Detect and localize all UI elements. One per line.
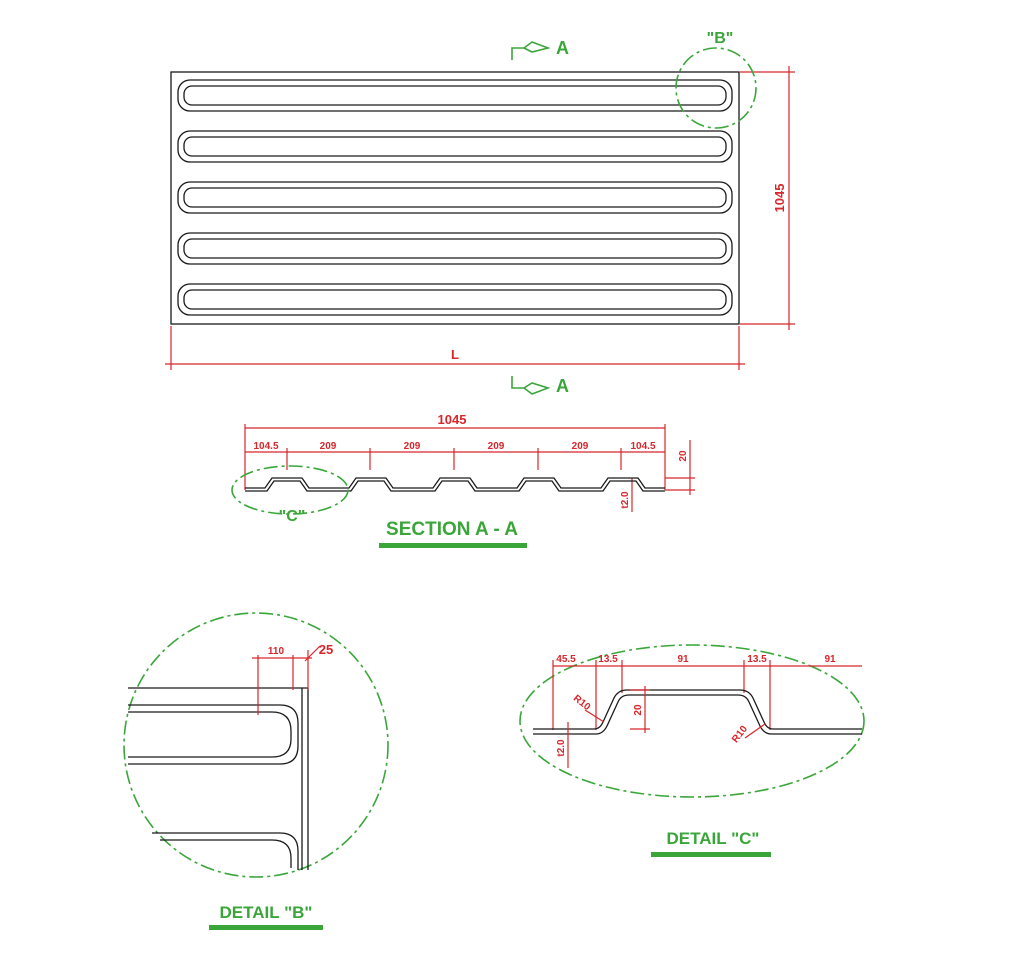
detail-c-profile: [533, 689, 862, 730]
segment-dim: 209: [320, 441, 337, 452]
length-dim-text: L: [451, 347, 459, 362]
detail-c-dim: 13.5: [747, 654, 767, 665]
segment-dim: 104.5: [253, 441, 278, 452]
detail-c-radius-left: R10: [571, 693, 593, 713]
detail-c-radius-right: R10: [730, 724, 750, 746]
panel-outline: [170, 71, 740, 325]
section-aa-title: SECTION A - A: [386, 519, 518, 540]
detail-b-underline: [209, 925, 323, 930]
section-aa: 1045 104.5 209 209 209 209 104.5 20 t2.0…: [231, 412, 695, 548]
segment-dim: 209: [404, 441, 421, 452]
plan-view: 1045 L A A "B": [165, 30, 795, 396]
section-height-dim: 20: [678, 450, 689, 462]
detail-c-underline: [651, 852, 771, 857]
section-marker-bottom-label: A: [556, 376, 569, 396]
section-overall-dim: 1045: [438, 412, 467, 427]
width-dim-text: 1045: [772, 184, 787, 213]
detail-c-dim: 91: [824, 654, 836, 665]
detail-b-marker: "B": [707, 30, 734, 47]
rib: [177, 79, 733, 112]
rib: [177, 232, 733, 265]
segment-dim: 104.5: [630, 441, 655, 452]
detail-c-title: DETAIL "C": [667, 829, 760, 848]
detail-b-title: DETAIL "B": [220, 903, 313, 922]
section-profile: [245, 477, 665, 489]
segment-dim: 209: [572, 441, 589, 452]
rib: [177, 283, 733, 316]
detail-b: 110 25 DETAIL "B": [123, 612, 389, 930]
width-dimension: 1045: [740, 66, 795, 330]
length-dimension: L: [165, 326, 745, 370]
detail-c-thickness-dim: t2.0: [556, 739, 567, 757]
segment-dim: 209: [488, 441, 505, 452]
detail-c: 45.5 13.5 91 13.5 91 20 t2.0 R10 R10 DET…: [519, 644, 865, 857]
section-marker-top: A: [511, 38, 569, 60]
detail-b-dim-25: 25: [319, 642, 333, 657]
rib: [177, 181, 733, 214]
section-aa-underline: [379, 543, 527, 548]
detail-b-callout: "B": [675, 30, 757, 129]
detail-c-dim: 45.5: [556, 654, 576, 665]
detail-b-dim-110: 110: [268, 646, 285, 657]
detail-c-marker: "C": [279, 508, 306, 525]
detail-c-dim: 13.5: [598, 654, 618, 665]
section-marker-bottom: A: [511, 376, 569, 396]
section-thickness-dim: t2.0: [620, 491, 631, 509]
detail-c-callout: [231, 465, 349, 515]
section-marker-top-label: A: [556, 38, 569, 58]
detail-c-dim: 91: [677, 654, 689, 665]
rib: [177, 130, 733, 163]
detail-c-height-dim: 20: [633, 704, 644, 716]
